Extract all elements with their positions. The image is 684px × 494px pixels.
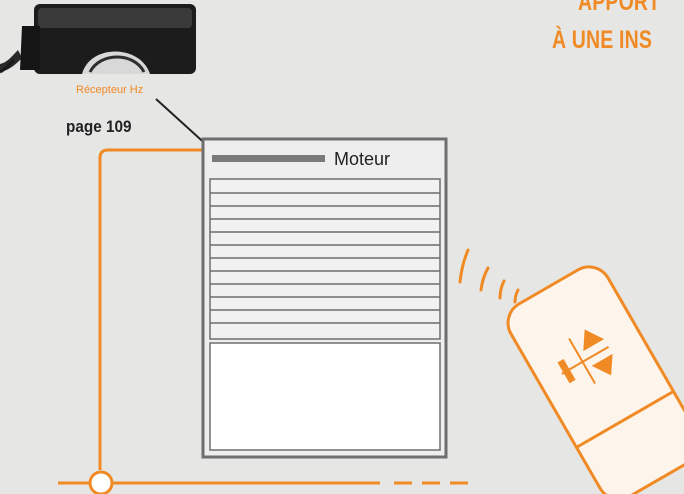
heading-line-2: À UNE INS: [552, 26, 652, 55]
receiver-label: Récepteur Hz: [76, 84, 143, 96]
receiver-device-image: [0, 4, 196, 74]
shutter-box: [203, 139, 446, 457]
motor-bar: [212, 155, 325, 162]
motor-label: Moteur: [334, 149, 390, 170]
window-pane: [210, 343, 440, 450]
remote-control: [500, 259, 684, 494]
page-reference: page 109: [66, 117, 131, 137]
signal-waves-icon: [460, 250, 518, 302]
junction-node: [90, 472, 112, 494]
heading-line-1: APPORT: [578, 0, 660, 17]
